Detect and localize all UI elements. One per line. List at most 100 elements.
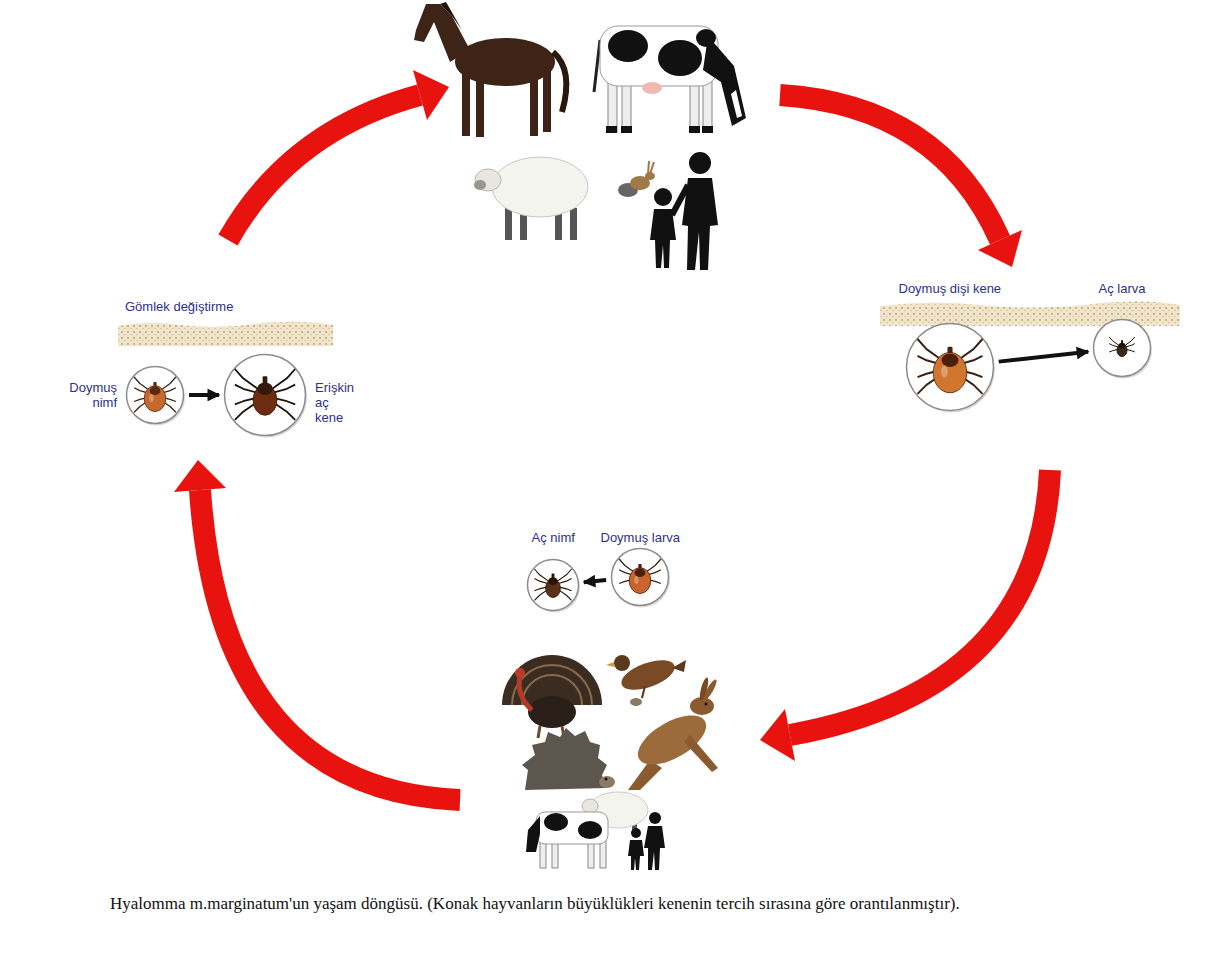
tick-scutum <box>548 577 558 585</box>
horse-part <box>543 70 551 132</box>
circle-border <box>528 560 579 611</box>
people-part <box>654 188 672 206</box>
bird-part <box>642 686 645 698</box>
hare-part <box>630 705 714 774</box>
stage-circle: Doymuş dişi kene <box>905 322 995 412</box>
turkey-part <box>519 676 532 710</box>
stage-label: Erişkin aç kene <box>315 380 354 425</box>
horse-part <box>462 72 470 136</box>
cow-part <box>658 40 702 76</box>
hedgehog-part <box>605 778 608 781</box>
cow-part <box>703 36 746 126</box>
turkey-part <box>528 696 576 728</box>
hare-part <box>628 760 662 790</box>
cycle-arrow-part <box>780 95 1000 240</box>
circle-border <box>907 324 994 411</box>
tick-figure <box>619 559 661 594</box>
bird-part <box>606 662 614 667</box>
figure-caption: Hyalomma m.marginatum'un yaşam döngüsü. … <box>60 893 1195 915</box>
circle-border <box>612 549 669 606</box>
turkey-part <box>538 726 540 738</box>
circle-outline <box>526 558 580 612</box>
horse-part <box>553 52 566 112</box>
tick-body <box>629 568 651 594</box>
horse <box>414 2 566 137</box>
cow-part <box>606 126 617 133</box>
sheep-part <box>492 157 588 217</box>
cow-part <box>703 78 712 132</box>
hare <box>628 677 719 790</box>
tick-leg <box>235 385 258 393</box>
people-part <box>628 840 644 870</box>
cycle-arrow <box>780 95 1022 267</box>
people-part <box>689 152 711 174</box>
cycle-arrow-part <box>200 490 460 800</box>
cycle-arrow-part <box>174 460 226 492</box>
circle-outline <box>1092 318 1152 378</box>
tick-body <box>933 352 967 392</box>
stage-circle: Doymuş larva <box>610 547 670 607</box>
tick-scutum <box>635 568 646 577</box>
cow-part <box>621 126 632 133</box>
sheep <box>474 157 588 240</box>
tick-scutum <box>1119 343 1126 348</box>
stage-label: Doymuş nimf <box>61 380 117 410</box>
cow-part <box>544 813 568 831</box>
cow-part <box>526 816 540 852</box>
people <box>650 152 718 270</box>
cycle-arrow <box>228 70 449 240</box>
circle-outline <box>610 547 670 607</box>
tick-highlight <box>941 365 948 377</box>
cycle-arrow-part <box>978 230 1022 267</box>
tick-scutum <box>942 354 959 367</box>
cow <box>526 812 608 868</box>
stage-circle: Aç larva <box>1092 318 1152 378</box>
hare-part <box>650 162 654 174</box>
cow-part <box>578 821 602 839</box>
people-part <box>649 812 661 824</box>
sheep-part <box>570 208 577 240</box>
cow-part <box>731 90 742 118</box>
tick-scutum <box>257 383 273 395</box>
cycle-arrow-part <box>413 70 449 120</box>
stage-label: Aç larva <box>1099 281 1146 296</box>
horse-part <box>440 2 462 30</box>
horse-part <box>476 75 484 137</box>
circle-outline <box>905 322 995 412</box>
bird-part <box>672 660 686 672</box>
soil-strip-part <box>118 321 333 346</box>
cow-part <box>642 82 662 94</box>
cycle-arrow <box>174 460 460 800</box>
cow-part <box>594 40 600 92</box>
circle-border <box>127 367 184 424</box>
tick-highlight <box>634 576 638 584</box>
soil-strip <box>118 321 333 346</box>
sheep-part <box>475 169 501 191</box>
circle-outline <box>125 365 185 425</box>
tick-figure <box>134 377 176 412</box>
people-part <box>644 826 665 870</box>
process-label: Gömlek değiştirme <box>125 299 233 314</box>
stage-label: Doymuş larva <box>601 530 680 545</box>
horse-part <box>530 72 538 136</box>
stage-circle: Doymuş nimf <box>125 365 185 425</box>
bird <box>606 654 686 706</box>
stage-circle: Erişkin aç kene <box>223 353 307 437</box>
stage-label: Doymuş dişi kene <box>899 281 1002 296</box>
cow-part <box>600 26 718 86</box>
tick-highlight <box>149 394 153 402</box>
hedgehog-part <box>522 728 607 790</box>
bird-part <box>614 655 630 671</box>
circle-outline <box>223 353 307 437</box>
tick-figure <box>235 369 295 420</box>
circle-border <box>1094 320 1151 377</box>
stage-arrow <box>584 580 606 582</box>
circle-border <box>225 355 306 436</box>
sheep-part <box>505 208 512 240</box>
people-part <box>631 828 641 838</box>
hare <box>630 161 655 190</box>
cow-part <box>608 30 648 62</box>
cow <box>594 26 746 133</box>
